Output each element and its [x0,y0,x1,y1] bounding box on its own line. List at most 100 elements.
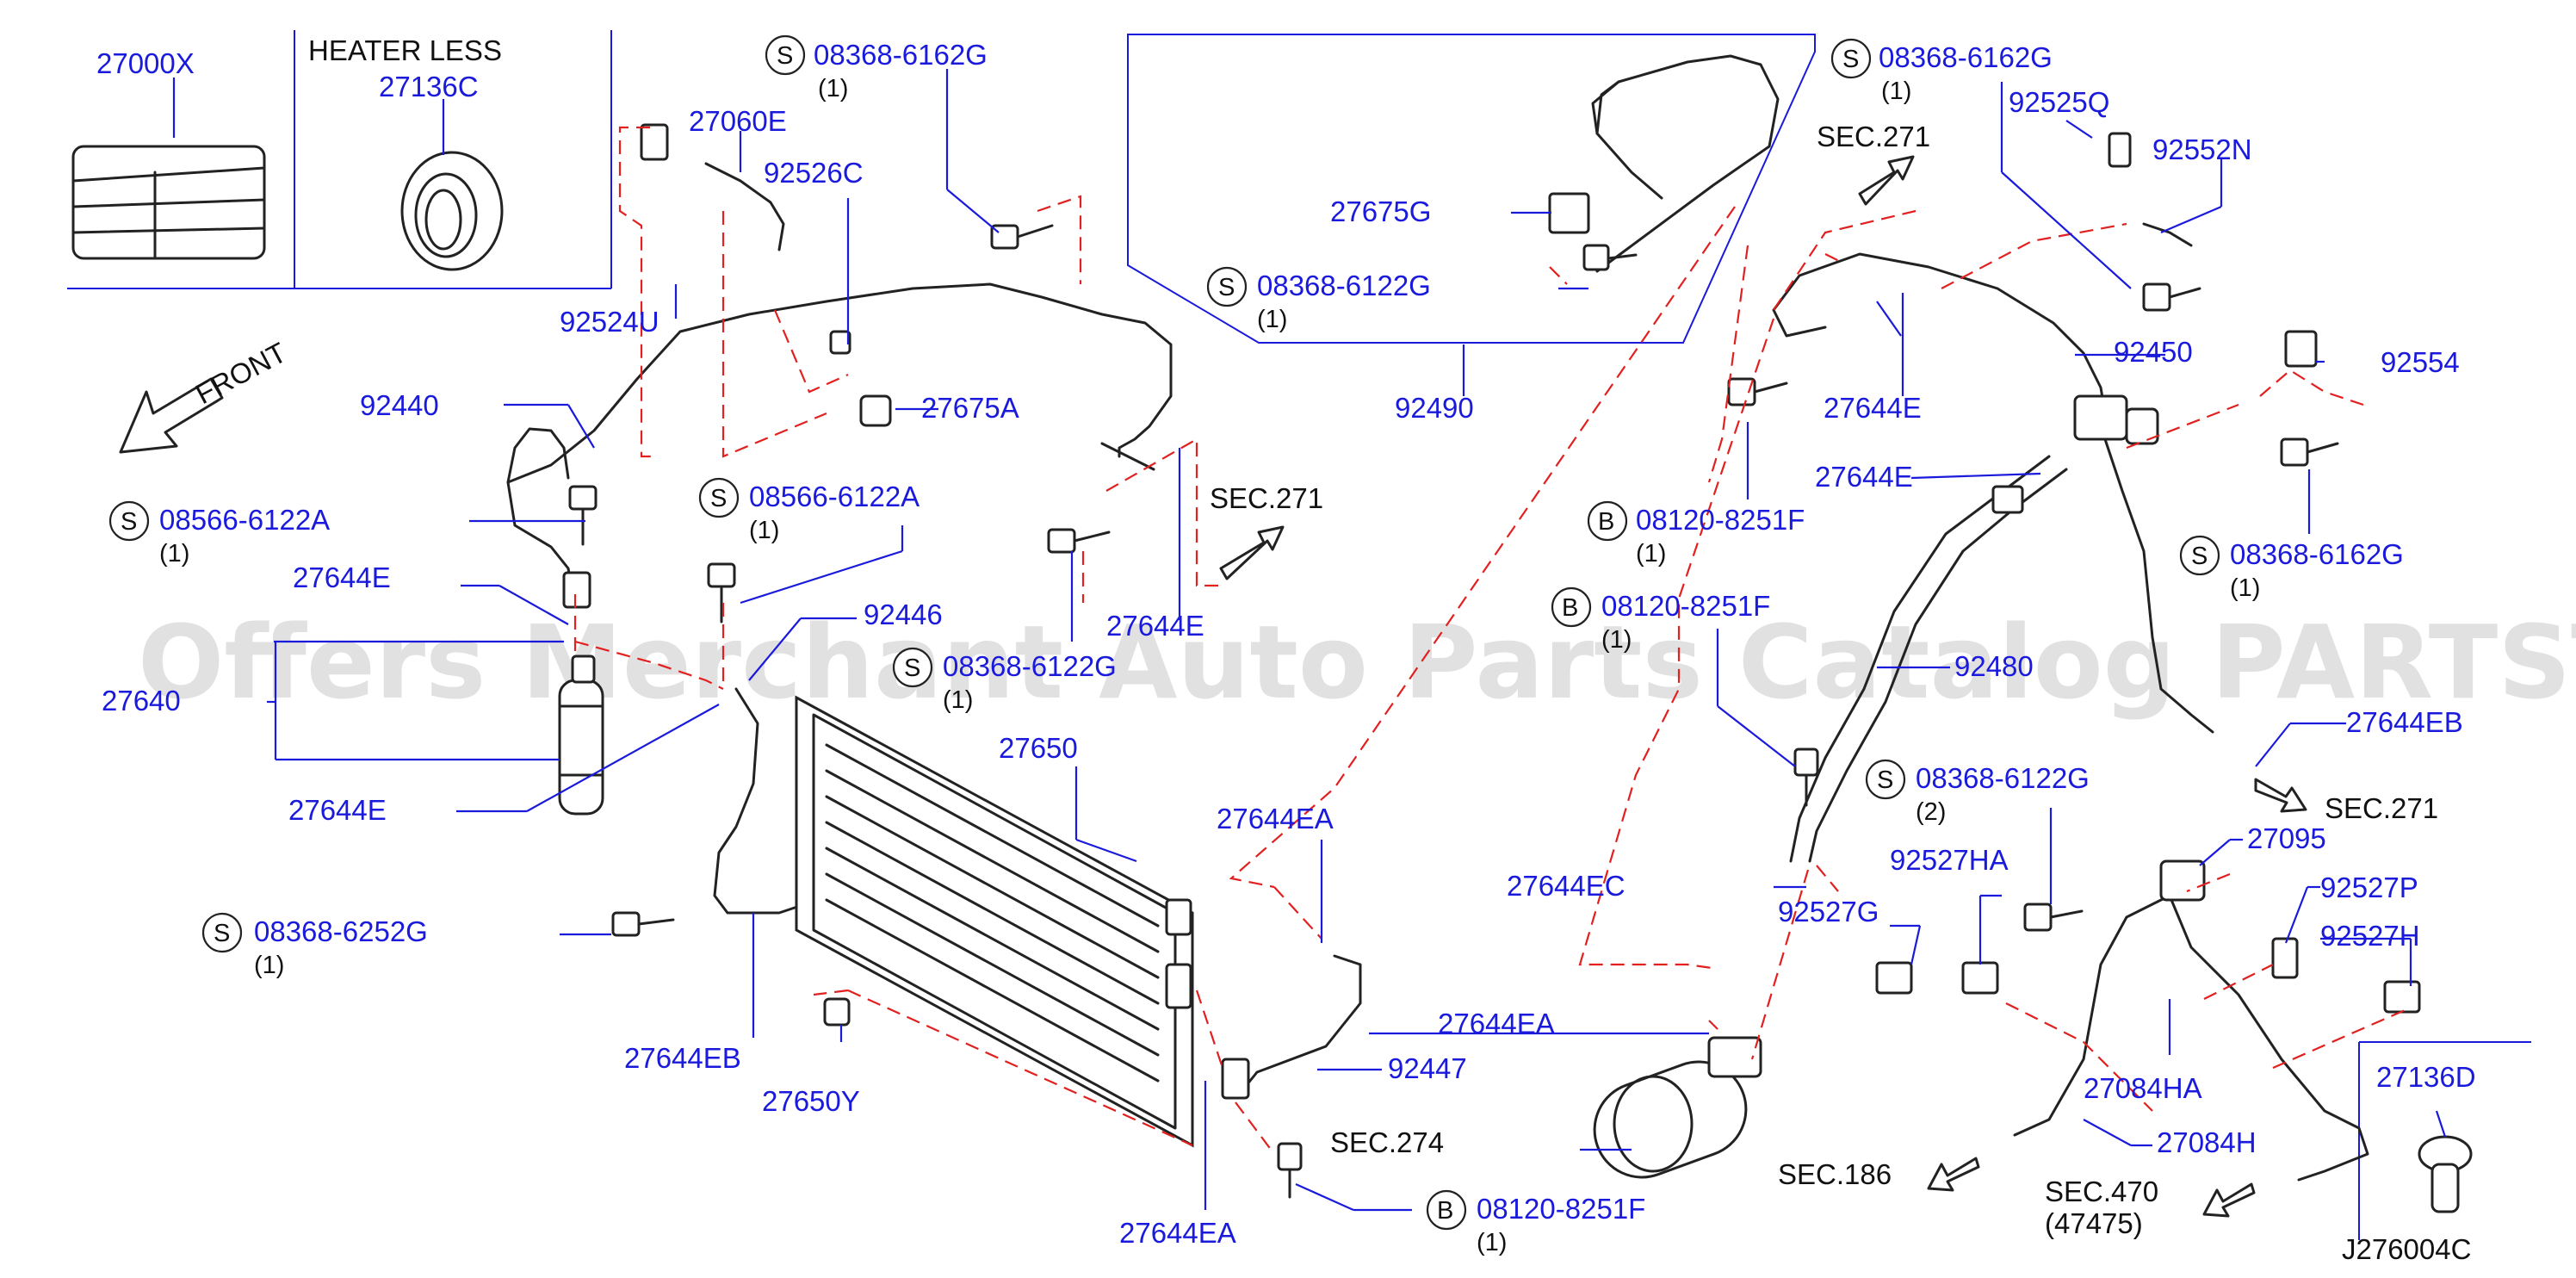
part-label[interactable]: 27644E [1106,610,1204,642]
section-ref-sec470[interactable]: SEC.470 [2045,1176,2158,1207]
part-label[interactable]: 92554 [2381,346,2460,378]
svg-text:S: S [904,655,920,682]
fastener-code[interactable]: 08566-6122A [749,481,920,512]
part-label[interactable]: 92527G [1778,896,1879,927]
svg-text:S: S [214,920,230,947]
part-label[interactable]: 27675G [1330,195,1431,227]
section-ref-sec271-a[interactable]: SEC.271 [1210,482,1323,514]
part-label[interactable]: 27084H [2157,1126,2257,1158]
fastener-qty: (1) [1636,540,1666,568]
part-label[interactable]: 92440 [360,389,439,421]
bolts-left [568,123,1303,1199]
fastener-qty: (1) [1881,78,1911,105]
part-label[interactable]: 92526C [764,157,864,189]
svg-text:B: B [1598,508,1614,536]
part-label[interactable]: 27084HA [2084,1072,2202,1104]
part-label[interactable]: 27644EB [2346,706,2463,738]
part-label[interactable]: 27644E [288,794,387,826]
fastener-qty: (1) [1257,306,1287,333]
part-label[interactable]: 92446 [864,599,943,630]
svg-text:S: S [777,42,793,70]
fastener-code[interactable]: 08368-6162G [814,39,988,71]
part-label[interactable]: 27095 [2247,822,2326,854]
svg-text:B: B [1437,1197,1453,1225]
section-ref-sec271-b[interactable]: SEC.271 [1817,121,1930,152]
svg-text:S: S [1218,274,1235,301]
fastener-code[interactable]: 08368-6162G [1879,41,2053,73]
fastener-qty: (1) [1477,1229,1507,1256]
svg-text:S: S [1842,46,1859,73]
part-label[interactable]: 27000X [96,47,195,79]
bracket-27650y [823,997,851,1027]
fastener-qty: (1) [2230,574,2260,602]
fastener-qty: (1) [159,540,189,568]
part-label[interactable]: 27644EC [1507,870,1625,902]
hose-92480 [1789,455,2068,863]
section-ref-sec274[interactable]: SEC.274 [1330,1126,1444,1158]
part-label[interactable]: 27644E [293,561,391,593]
heater-less-label: HEATER LESS [308,34,502,66]
part-label[interactable]: 27650 [999,732,1078,764]
fastener-qty: (2) [1916,798,1946,826]
part-label[interactable]: 27650Y [762,1085,860,1117]
part-label[interactable]: 27644EA [1217,803,1334,834]
part-label[interactable]: 27644E [1824,392,1922,424]
diagram-id: J276004C [2342,1233,2471,1265]
hoses-27084 [1875,859,2421,1182]
fastener-code[interactable]: 08566-6122A [159,504,330,536]
part-label[interactable]: 92527HA [1890,844,2009,876]
fastener-code[interactable]: 08368-6122G [1257,270,1431,301]
bolts-right [1727,132,2339,932]
clip-27136d [2418,1135,2473,1213]
part-label[interactable]: 92525Q [2009,86,2109,118]
fastener-code[interactable]: 08120-8251F [1477,1193,1645,1225]
pipe-92446 [713,687,807,915]
part-label[interactable]: 92450 [2114,336,2193,368]
fastener-code[interactable]: 08120-8251F [1601,590,1770,622]
condenser-27650 [795,695,1194,1148]
frames [67,30,2531,1240]
part-label[interactable]: 27644E [1815,461,1913,493]
section-arrows [1219,155,2307,1218]
pipe-92447 [1221,954,1362,1100]
part-label[interactable]: 27644EA [1119,1217,1236,1249]
fastener-code[interactable]: 08368-6122G [1916,762,2090,794]
part-label[interactable]: 92524U [560,306,659,338]
part-label[interactable]: 92552N [2152,133,2252,165]
pipe-92440 [506,282,1173,596]
fastener-badges: S S S S S S S S S B B B [108,34,2220,1231]
part-label[interactable]: 92527H [2320,920,2420,952]
part-label[interactable]: 92490 [1395,392,1474,424]
section-ref-sec186[interactable]: SEC.186 [1778,1158,1892,1190]
fastener-qty: (1) [818,75,848,102]
grommet-27136c [400,151,504,271]
part-label[interactable]: 92527P [2320,872,2418,903]
part-label[interactable]: 27136D [2376,1061,2476,1093]
part-label[interactable]: 27640 [102,685,181,717]
receiver-drier-27640 [558,571,604,816]
part-label[interactable]: 27644EB [624,1042,741,1074]
fastener-code[interactable]: 08368-6162G [2230,538,2404,570]
svg-text:S: S [1877,766,1893,794]
fastener-code[interactable]: 08368-6122G [943,650,1117,682]
watermark: Offers Merchant Auto Parts Catalog PARTS… [138,603,2576,722]
part-label[interactable]: 27136C [379,71,479,102]
fastener-code[interactable]: 08368-6252G [254,915,428,947]
part-label[interactable]: 27644EA [1438,1008,1555,1039]
pipe-92450 [1772,252,2214,734]
section-ref-sec271-c[interactable]: SEC.271 [2325,792,2438,824]
fastener-qty: (1) [943,686,973,714]
part-label[interactable]: 92447 [1388,1052,1467,1084]
compressor [1593,1036,1762,1179]
front-label: FRONT [190,336,292,410]
part-label[interactable]: 27675A [921,392,1019,424]
fastener-qty: (1) [1601,626,1632,654]
svg-text:S: S [2191,543,2208,570]
fastener-code[interactable]: 08120-8251F [1636,504,1805,536]
part-label[interactable]: 27060E [689,105,787,137]
section-ref-sec470-sub: (47475) [2045,1207,2143,1239]
part-label[interactable]: 92480 [1954,650,2034,682]
leader-lines [172,69,2447,1212]
